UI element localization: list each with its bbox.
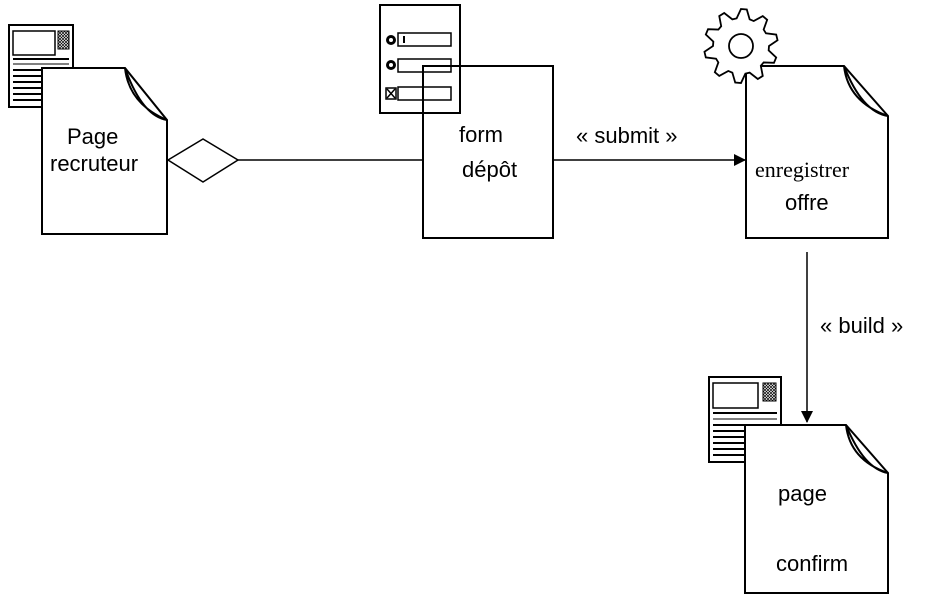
document-shape: [41, 67, 168, 235]
gear-icon: [703, 8, 779, 84]
form-icon: [379, 4, 461, 114]
node-label-line1: Page: [67, 124, 118, 149]
node-label-line1: form: [459, 122, 503, 147]
node-form-depot[interactable]: form dépôt: [379, 4, 554, 239]
edge-submit: « submit »: [553, 123, 746, 166]
document-shape: [744, 424, 889, 594]
aggregation-connector: [166, 138, 423, 183]
edge-label-submit: « submit »: [576, 123, 678, 148]
node-label-line2: recruteur: [50, 151, 138, 176]
node-label-line1: enregistrer: [755, 157, 850, 182]
document-shape: [745, 65, 889, 239]
node-label-line2: dépôt: [462, 157, 517, 182]
node-page-recruteur[interactable]: Page recruteur: [8, 24, 168, 235]
node-enregistrer-offre[interactable]: enregistrer offre: [703, 8, 889, 239]
node-label-line2: confirm: [776, 551, 848, 576]
node-page-confirm[interactable]: page confirm: [708, 376, 889, 594]
document-shape: [422, 65, 554, 239]
edge-label-build: « build »: [820, 313, 903, 338]
node-label-line1: page: [778, 481, 827, 506]
node-label-line2: offre: [785, 190, 829, 215]
edge-build: « build »: [801, 252, 903, 423]
